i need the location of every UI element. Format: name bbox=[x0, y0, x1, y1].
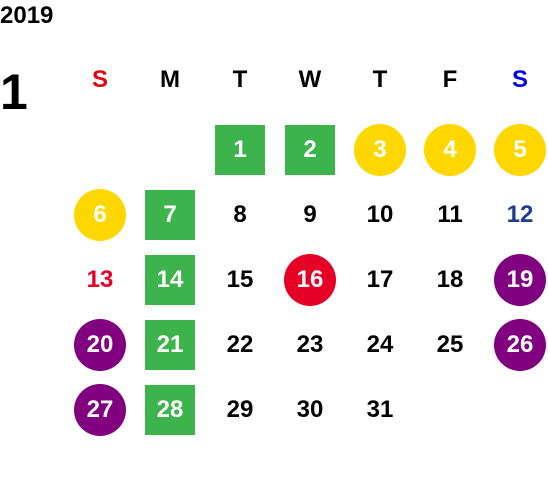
day-cell-20[interactable]: 20 bbox=[74, 319, 126, 371]
day-cell-28[interactable]: 28 bbox=[145, 385, 195, 435]
day-cell-5[interactable]: 5 bbox=[494, 124, 546, 176]
day-cell-2[interactable]: 2 bbox=[285, 125, 335, 175]
weekday-header: T bbox=[372, 66, 388, 93]
day-cell-18[interactable]: 18 bbox=[436, 266, 464, 293]
year-label: 2019 bbox=[0, 2, 54, 29]
weekday-header: W bbox=[298, 66, 322, 93]
day-cell-30[interactable]: 30 bbox=[296, 396, 324, 423]
day-cell-29[interactable]: 29 bbox=[226, 396, 254, 423]
day-cell-8[interactable]: 8 bbox=[233, 201, 247, 228]
day-cell-24[interactable]: 24 bbox=[366, 331, 394, 358]
weekday-header: T bbox=[232, 66, 248, 93]
day-cell-26[interactable]: 26 bbox=[494, 319, 546, 371]
day-cell-7[interactable]: 7 bbox=[145, 190, 195, 240]
day-cell-9[interactable]: 9 bbox=[303, 201, 317, 228]
day-cell-13[interactable]: 13 bbox=[86, 266, 114, 293]
day-cell-4[interactable]: 4 bbox=[424, 124, 476, 176]
day-cell-16[interactable]: 16 bbox=[284, 254, 336, 306]
weekday-header: F bbox=[442, 66, 458, 93]
weekday-header: M bbox=[160, 66, 180, 93]
day-cell-11[interactable]: 11 bbox=[437, 201, 463, 228]
day-cell-31[interactable]: 31 bbox=[366, 396, 394, 423]
day-cell-6[interactable]: 6 bbox=[74, 189, 126, 241]
day-cell-12[interactable]: 12 bbox=[506, 201, 534, 228]
day-cell-27[interactable]: 27 bbox=[74, 384, 126, 436]
weekday-header: S bbox=[511, 66, 528, 93]
day-cell-19[interactable]: 19 bbox=[494, 254, 546, 306]
day-cell-14[interactable]: 14 bbox=[145, 255, 195, 305]
day-cell-23[interactable]: 23 bbox=[296, 331, 324, 358]
day-cell-15[interactable]: 15 bbox=[226, 266, 254, 293]
day-cell-22[interactable]: 22 bbox=[226, 331, 254, 358]
day-cell-10[interactable]: 10 bbox=[366, 201, 394, 228]
day-cell-3[interactable]: 3 bbox=[354, 124, 406, 176]
day-cell-1[interactable]: 1 bbox=[215, 125, 265, 175]
weekday-header: S bbox=[91, 66, 108, 93]
month-label: 1 bbox=[0, 64, 28, 120]
day-cell-17[interactable]: 17 bbox=[366, 266, 394, 293]
day-cell-25[interactable]: 25 bbox=[436, 331, 464, 358]
day-cell-21[interactable]: 21 bbox=[145, 320, 195, 370]
